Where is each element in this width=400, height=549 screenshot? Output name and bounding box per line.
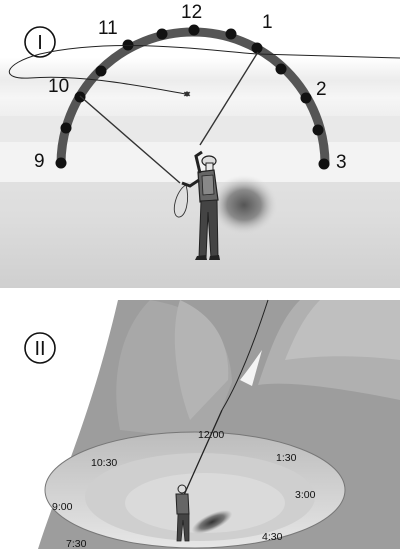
panel-label-circle xyxy=(24,26,56,58)
clock-dot xyxy=(312,124,324,136)
angler-shadow xyxy=(191,510,233,534)
clock-number: 11 xyxy=(98,18,118,39)
clock-number: 3 xyxy=(336,152,347,173)
angler-shadow xyxy=(210,175,278,235)
clock-number: 1 xyxy=(262,12,273,33)
clock-number: 2 xyxy=(316,79,327,100)
plane-highlight xyxy=(240,350,262,386)
clock-dot xyxy=(225,28,237,40)
loose-line-loop xyxy=(173,184,189,218)
panel-divider xyxy=(0,288,400,298)
clock-dot xyxy=(156,28,168,40)
clock-dot xyxy=(251,42,263,54)
fishing-rod xyxy=(183,409,223,496)
fishing-rod-back xyxy=(79,95,181,184)
clock-dot xyxy=(300,92,312,104)
clock-time-label: 4:30 xyxy=(262,531,283,543)
clock-number: 9 xyxy=(34,151,45,172)
fly-line-forward xyxy=(257,53,400,59)
clock-time-label: 12:00 xyxy=(198,429,224,441)
fly-line xyxy=(221,299,269,411)
clock-dot xyxy=(275,63,287,75)
clock-dot xyxy=(95,65,107,77)
clock-time-label: 1:30 xyxy=(276,452,297,464)
clock-number: 10 xyxy=(48,76,69,97)
clock-dot xyxy=(122,39,134,51)
clock-dot xyxy=(188,24,200,36)
panel-label: II xyxy=(34,338,45,360)
clock-dot xyxy=(60,122,72,134)
fly-icon xyxy=(183,91,191,97)
clock-time-label: 3:00 xyxy=(295,489,316,501)
angler-figure xyxy=(175,484,190,542)
clock-number: 12 xyxy=(181,2,202,23)
fishing-rod-forward xyxy=(199,51,259,146)
clock-time-label: 9:00 xyxy=(52,501,73,513)
panel-one: 9 10 11 12 1 2 3 I xyxy=(0,0,400,288)
fly-line-loop xyxy=(9,45,259,95)
clock-dot xyxy=(55,157,67,169)
panel-label-circle xyxy=(24,332,56,364)
clock-time-label: 7:30 xyxy=(66,538,87,549)
casting-plane-band xyxy=(174,300,229,420)
clock-dot xyxy=(318,158,330,170)
clock-dots xyxy=(55,24,330,170)
casting-plane-band xyxy=(285,300,400,360)
clock-time-label: 10:30 xyxy=(91,457,117,469)
angler-figure xyxy=(181,150,220,260)
clock-dot xyxy=(74,91,86,103)
bowl-inner xyxy=(125,473,285,533)
panel-label: I xyxy=(37,32,43,54)
panel-two: 7:30 9:00 10:30 12:00 1:30 3:00 4:30 II xyxy=(0,298,400,549)
